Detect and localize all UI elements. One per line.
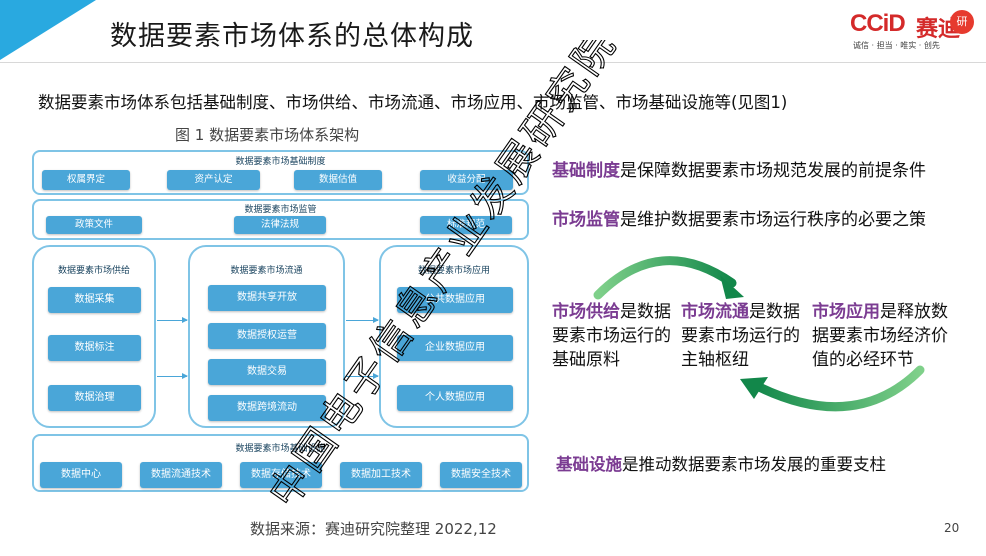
chip-public: 公共数据应用: [397, 287, 513, 313]
chip-trading: 数据交易: [208, 359, 326, 385]
chip-ownership: 权属界定: [42, 170, 130, 190]
supply-box: 数据要素市场供给 数据采集 数据标注 数据治理: [32, 245, 156, 428]
chip-revenue: 收益分配: [420, 170, 513, 190]
explain-circulation: 市场流通是数据要素市场运行的主轴枢纽: [681, 300, 801, 372]
swoosh-top-arrowhead: [720, 275, 744, 299]
application-title: 数据要素市场应用: [417, 266, 490, 276]
logo-slogan: 诚信 · 担当 · 唯实 · 创先: [853, 41, 940, 50]
explain-application: 市场应用是释放数据要素市场经济价值的必经环节: [812, 300, 964, 372]
title-divider: [0, 62, 986, 63]
explain-supply: 市场供给是数据要素市场运行的基础原料: [552, 300, 672, 372]
swoosh-bottom-arc: [750, 365, 925, 412]
infrastructure-title: 数据要素市场基础设施: [235, 444, 326, 454]
chip-processing-tech: 数据加工技术: [340, 462, 422, 488]
explain-application-key: 市场应用: [812, 302, 880, 322]
page-number: 20: [944, 521, 960, 535]
explain-regulation-rest: 是维护数据要素市场运行秩序的必要之策: [620, 210, 926, 230]
figure-caption: 图 1 数据要素市场体系架构: [175, 126, 360, 144]
arrow-supply-circulation-2: [157, 373, 188, 379]
chip-flow-tech: 数据流通技术: [140, 462, 222, 488]
chip-storage-tech: 数据存储技术: [240, 462, 322, 488]
regulation-box: 数据要素市场监管 政策文件 法律法规 标准规范: [32, 199, 529, 240]
explain-regulation-key: 市场监管: [552, 210, 620, 230]
explain-infrastructure: 基础设施是推动数据要素市场发展的重要支柱: [556, 451, 886, 475]
chip-personal: 个人数据应用: [397, 385, 513, 411]
basic-system-box: 数据要素市场基础制度 权属界定 资产认定 数据估值 收益分配: [32, 150, 529, 195]
chip-annotation: 数据标注: [48, 335, 141, 361]
explain-supply-key: 市场供给: [552, 302, 620, 322]
infrastructure-box: 数据要素市场基础设施 数据中心 数据流通技术 数据存储技术 数据加工技术 数据安…: [32, 434, 529, 492]
chip-authorized: 数据授权运营: [208, 323, 326, 349]
chip-law: 法律法规: [234, 216, 326, 234]
explain-infrastructure-key: 基础设施: [556, 455, 622, 474]
intro-text: 数据要素市场体系包括基础制度、市场供给、市场流通、市场应用、市场监管、市场基础设…: [38, 93, 788, 112]
arrow-circulation-application-1: [346, 317, 379, 323]
corner-decoration: [0, 0, 96, 60]
data-source: 数据来源：赛迪研究院整理 2022,12: [250, 520, 497, 538]
chip-standard: 标准规范: [420, 216, 512, 234]
explain-application-rest: 是释放数据要素市场经济价值的必经环节: [812, 302, 948, 370]
application-box: 数据要素市场应用 公共数据应用 企业数据应用 个人数据应用: [379, 245, 529, 428]
explain-infrastructure-rest: 是推动数据要素市场发展的重要支柱: [622, 455, 886, 474]
regulation-title: 数据要素市场监管: [244, 205, 317, 215]
chip-collection: 数据采集: [48, 287, 141, 313]
chip-datacenter: 数据中心: [40, 462, 122, 488]
chip-valuation: 数据估值: [294, 170, 382, 190]
chip-security-tech: 数据安全技术: [440, 462, 522, 488]
explain-basic-key: 基础制度: [552, 161, 620, 181]
supply-title: 数据要素市场供给: [57, 266, 130, 276]
page-title: 数据要素市场体系的总体构成: [110, 21, 474, 52]
chip-sharing: 数据共享开放: [208, 285, 326, 311]
chip-crossborder: 数据跨境流动: [208, 395, 326, 421]
cycle-swoosh: [593, 256, 925, 412]
explain-circulation-rest: 是数据要素市场运行的主轴枢纽: [681, 302, 800, 370]
chip-governance: 数据治理: [48, 385, 141, 411]
swoosh-bottom-arrowhead: [740, 377, 768, 399]
explain-supply-rest: 是数据要素市场运行的基础原料: [552, 302, 671, 370]
chip-enterprise: 企业数据应用: [397, 335, 513, 361]
explain-circulation-key: 市场流通: [681, 302, 749, 322]
logo-badge: 研: [950, 10, 974, 34]
arrow-circulation-application-2: [346, 373, 379, 379]
chip-asset: 资产认定: [167, 170, 260, 190]
explain-basic: 基础制度是保障数据要素市场规范发展的前提条件: [552, 156, 926, 181]
explain-basic-rest: 是保障数据要素市场规范发展的前提条件: [620, 161, 926, 181]
explain-regulation: 市场监管是维护数据要素市场运行秩序的必要之策: [552, 205, 926, 230]
logo-brand: CCiD: [850, 10, 906, 37]
basic-system-title: 数据要素市场基础制度: [235, 157, 326, 167]
ccid-logo: CCiD 赛迪 研 诚信 · 担当 · 唯实 · 创先: [850, 10, 975, 54]
arrow-supply-circulation-1: [157, 317, 188, 323]
circulation-title: 数据要素市场流通: [230, 266, 303, 276]
chip-policy: 政策文件: [46, 216, 142, 234]
circulation-box: 数据要素市场流通 数据共享开放 数据授权运营 数据交易 数据跨境流动: [188, 245, 345, 428]
swoosh-top-arc: [593, 256, 737, 300]
